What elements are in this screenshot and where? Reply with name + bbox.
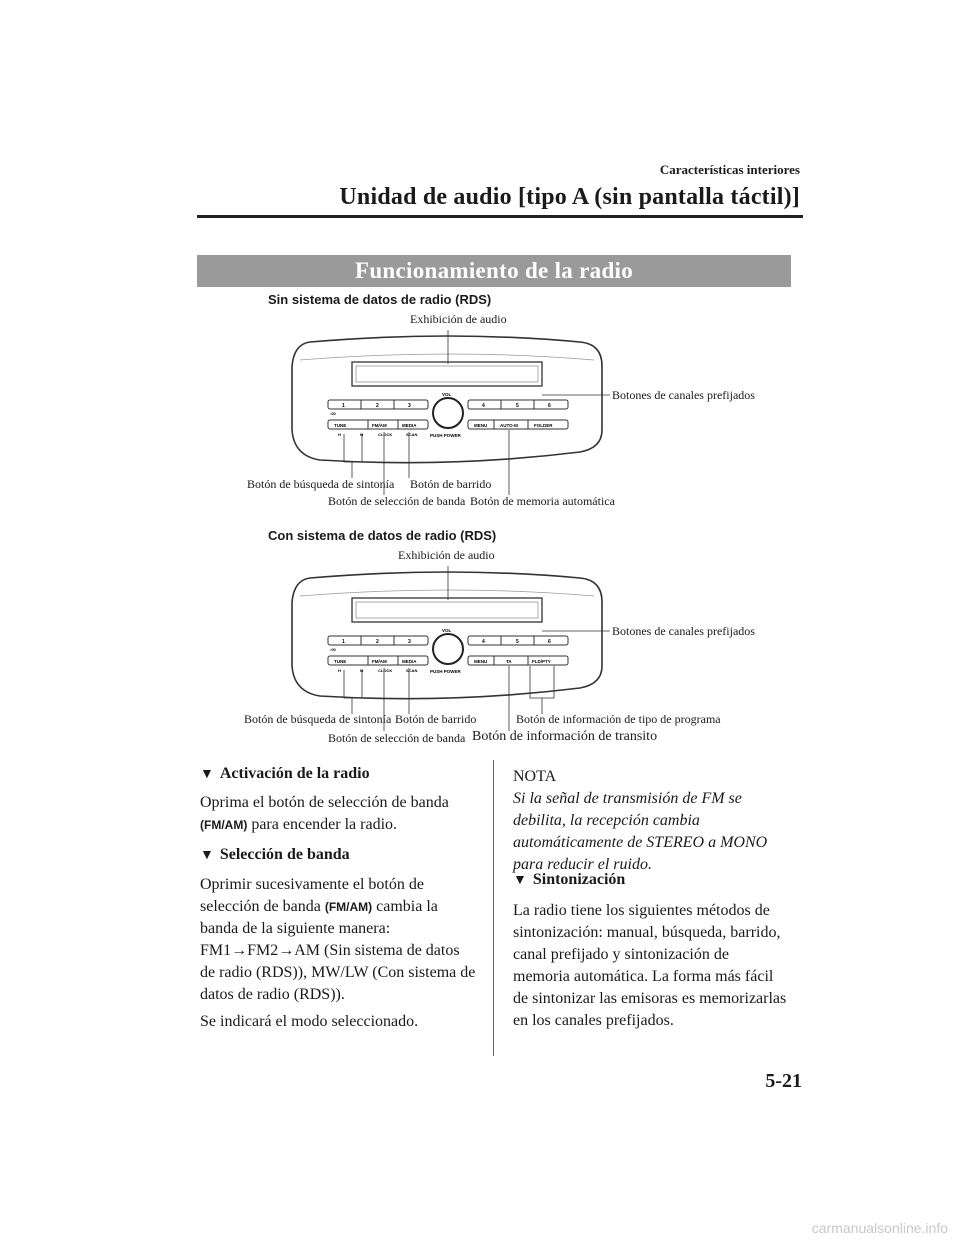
preset-5: 5: [516, 639, 519, 645]
diagram2-callout-program-type-button: Botón de información de tipo de programa: [516, 712, 721, 726]
triangle-down-icon: ▼: [200, 767, 214, 782]
fmam-label: FM/AM: [372, 659, 387, 664]
diagram2-callout-seek-button: Botón de búsqueda de sintonía: [244, 712, 392, 726]
lower-buttons-right: [467, 655, 569, 666]
preset-3: 3: [408, 639, 411, 645]
media-label: MEDIA: [402, 659, 417, 664]
diagram2-callout-traffic-button: Botón de información de transito: [472, 729, 658, 744]
preset-6: 6: [548, 639, 551, 645]
tune-label: TUNE: [334, 423, 346, 428]
leader-seek: [343, 670, 363, 699]
lower-buttons-right: [467, 419, 569, 430]
preset-sub: :00: [330, 411, 337, 416]
preset-5: 5: [516, 403, 519, 409]
scan-label: SCAN: [406, 668, 417, 673]
media-label: MEDIA: [402, 423, 417, 428]
preset-1: 1: [342, 403, 345, 409]
push-power-label: PUSH POWER: [430, 433, 462, 438]
scan-label: SCAN: [406, 432, 417, 437]
diagram1-callout-auto-memory-button: Botón de memoria automática: [470, 494, 615, 508]
folder-label: FOLDER: [534, 423, 553, 428]
activation-line-2: (FM/AM) para encender la radio.: [200, 816, 398, 833]
mode-indicated-text: Se indicará el modo seleccionado.: [200, 1013, 419, 1030]
preset-buttons-left: [327, 635, 429, 646]
fmam-button-ref: (FM/AM): [200, 818, 248, 832]
section-banner: Funcionamiento de la radio: [197, 255, 791, 287]
menu-label: MENU: [474, 423, 487, 428]
triangle-down-icon: ▼: [200, 848, 214, 863]
audio-display: [351, 361, 543, 387]
note-block: NOTA Si la señal de transmisión de FM se…: [513, 766, 803, 876]
preset-2: 2: [376, 403, 379, 409]
activation-paragraph: Oprima el botón de selección de banda (F…: [200, 792, 480, 836]
column-divider: [493, 760, 494, 1056]
leader-seek: [343, 434, 363, 463]
lower-buttons-left: [327, 419, 429, 430]
auto-m-label: AUTO-M: [500, 423, 518, 428]
preset-4: 4: [482, 403, 485, 409]
diagram2-callout-scan-button: Botón de barrido: [395, 712, 477, 726]
watermark: carmanualsonline.info: [811, 1220, 948, 1236]
diagram1-callout-preset-buttons: Botones de canales prefijados: [612, 388, 755, 402]
diagram2-callout-preset-buttons: Botones de canales prefijados: [612, 624, 755, 638]
volume-knob: [432, 397, 464, 429]
preset-6: 6: [548, 403, 551, 409]
header-rule: [197, 215, 803, 218]
diagram1-callout-band-button: Botón de selección de banda: [328, 494, 466, 508]
volume-knob: [432, 633, 464, 665]
band-paragraph: Oprimir sucesivamente el botón de selecc…: [200, 876, 476, 1003]
diagram2-callout-audio-display: Exhibición de audio: [398, 548, 495, 562]
h-label: H: [338, 432, 341, 437]
diagram1-callout-seek-button: Botón de búsqueda de sintonía: [247, 477, 395, 491]
preset-1: 1: [342, 639, 345, 645]
ta-label: TA: [506, 659, 512, 664]
fmam-button-ref: (FM/AM): [324, 900, 373, 914]
tuning-paragraph: La radio tiene los siguientes métodos de…: [513, 902, 787, 1029]
fmam-label: FM/AM: [372, 423, 387, 428]
preset-sub: :00: [330, 647, 337, 652]
preset-buttons-right: [467, 399, 569, 410]
heading-band: ▼ Selección de banda: [200, 846, 350, 864]
push-power-label: PUSH POWER: [430, 669, 462, 674]
clock-label: CLOCK: [378, 432, 392, 437]
page-title: Unidad de audio [tipo A (sin pantalla tá…: [339, 184, 800, 210]
fld-pty-label: FLD/PTY: [532, 659, 551, 664]
page-number: 5-21: [765, 1070, 802, 1092]
heading-tuning-text: Sintonización: [532, 871, 626, 888]
radio-panel-diagram-1: 1 2 3 :00 4 5 6 VOL PUSH POWER TUNE FM/A…: [291, 330, 610, 495]
heading-tuning: ▼ Sintonización: [513, 871, 625, 889]
diagram2-callout-band-button: Botón de selección de banda: [328, 731, 466, 745]
audio-display: [351, 597, 543, 623]
tune-label: TUNE: [334, 659, 346, 664]
note-label: NOTA: [513, 768, 557, 785]
vol-label: VOL: [442, 392, 452, 397]
radio-panel-diagram-2: 1 2 3 :00 4 5 6 VOL PUSH POWER TUNE FM/A…: [291, 566, 610, 731]
preset-buttons-right: [467, 635, 569, 646]
triangle-down-icon: ▼: [513, 873, 527, 888]
preset-4: 4: [482, 639, 485, 645]
clock-label: CLOCK: [378, 668, 392, 673]
diagram1-callout-scan-button: Botón de barrido: [410, 477, 492, 491]
preset-3: 3: [408, 403, 411, 409]
activation-line-1: Oprima el botón de selección de banda: [200, 794, 449, 811]
heading-band-text: Selección de banda: [219, 846, 350, 863]
vol-label: VOL: [442, 628, 452, 633]
diagram2-title: Con sistema de datos de radio (RDS): [268, 528, 497, 543]
heading-activation-text: Activación de la radio: [219, 765, 370, 782]
diagram1-callout-audio-display: Exhibición de audio: [410, 312, 507, 326]
menu-label: MENU: [474, 659, 487, 664]
preset-buttons-left: [327, 399, 429, 410]
h-label: H: [338, 668, 341, 673]
preset-2: 2: [376, 639, 379, 645]
section-header: Características interiores: [659, 162, 800, 177]
heading-activation: ▼ Activación de la radio: [200, 765, 370, 783]
diagram1-title: Sin sistema de datos de radio (RDS): [268, 292, 492, 307]
lower-buttons-left: [327, 655, 429, 666]
